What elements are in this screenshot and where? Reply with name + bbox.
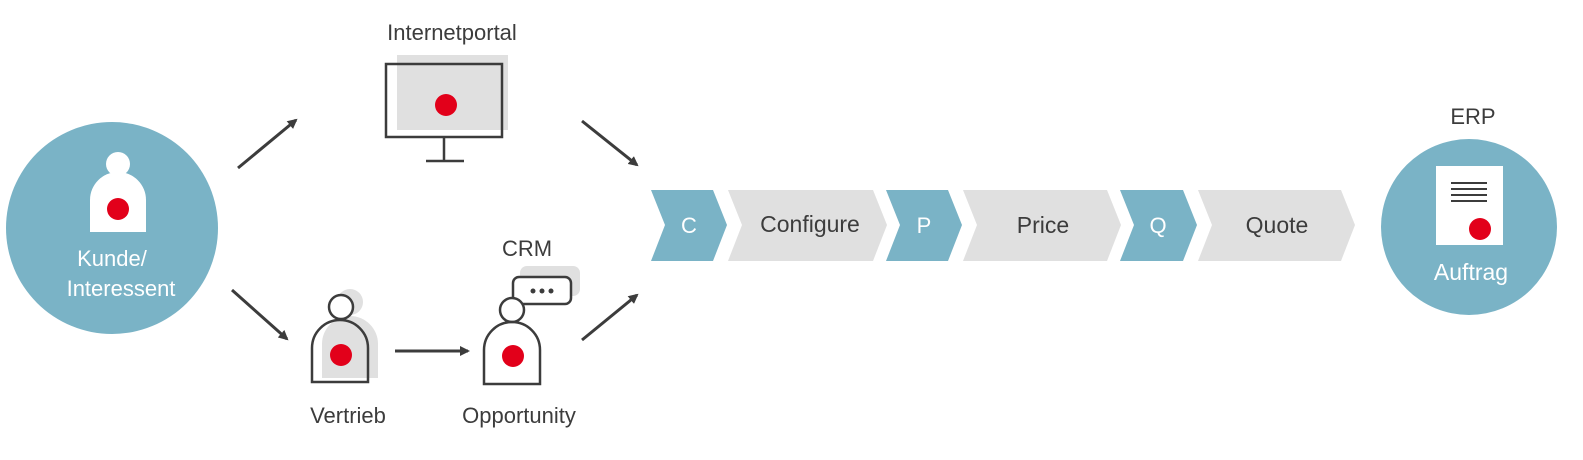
step-label: Quote — [1246, 212, 1309, 238]
person-icon — [90, 152, 146, 232]
cpq-chain: C Configure P Price Q Quote — [651, 190, 1355, 261]
step-letter-chevron — [1120, 190, 1197, 261]
arrow-opportunity-to-cpq — [581, 293, 639, 342]
customer-label-line1: Kunde/ — [77, 246, 148, 271]
step-configure: C Configure — [651, 190, 887, 261]
chat-bubble-icon — [511, 266, 580, 306]
step-label-chevron — [1198, 190, 1355, 261]
erp-label: ERP — [1450, 104, 1495, 129]
opportunity-node: CRM Opportunity — [462, 236, 580, 428]
customer-label-line2: Interessent — [67, 276, 176, 301]
document-icon — [1436, 166, 1503, 245]
step-letter-chevron — [886, 190, 962, 261]
step-price: P Price — [886, 190, 1121, 261]
step-letter: P — [917, 213, 932, 238]
arrow-customer-to-portal — [237, 118, 298, 170]
monitor-icon — [384, 55, 508, 163]
step-letter-chevron — [651, 190, 727, 261]
step-letter: Q — [1149, 213, 1166, 238]
arrow-customer-to-sales — [231, 288, 289, 341]
person-icon — [310, 289, 378, 384]
opportunity-label: Opportunity — [462, 403, 576, 428]
internet-portal-node: Internetportal — [384, 20, 517, 163]
arrow-portal-to-cpq — [581, 119, 639, 167]
erp-node: ERP Auftrag — [1381, 104, 1557, 315]
internet-portal-label: Internetportal — [387, 20, 517, 45]
sales-label: Vertrieb — [310, 403, 386, 428]
step-letter: C — [681, 213, 697, 238]
step-quote: Q Quote — [1120, 190, 1355, 261]
step-label-chevron — [728, 190, 887, 261]
order-label: Auftrag — [1434, 259, 1508, 285]
crm-label: CRM — [502, 236, 552, 261]
sales-node: Vertrieb — [310, 289, 386, 428]
step-label: Price — [1017, 212, 1069, 238]
customer-node: Kunde/ Interessent — [6, 122, 218, 334]
step-label: Configure — [760, 211, 860, 237]
step-label-chevron — [963, 190, 1121, 261]
person-icon — [482, 296, 542, 386]
